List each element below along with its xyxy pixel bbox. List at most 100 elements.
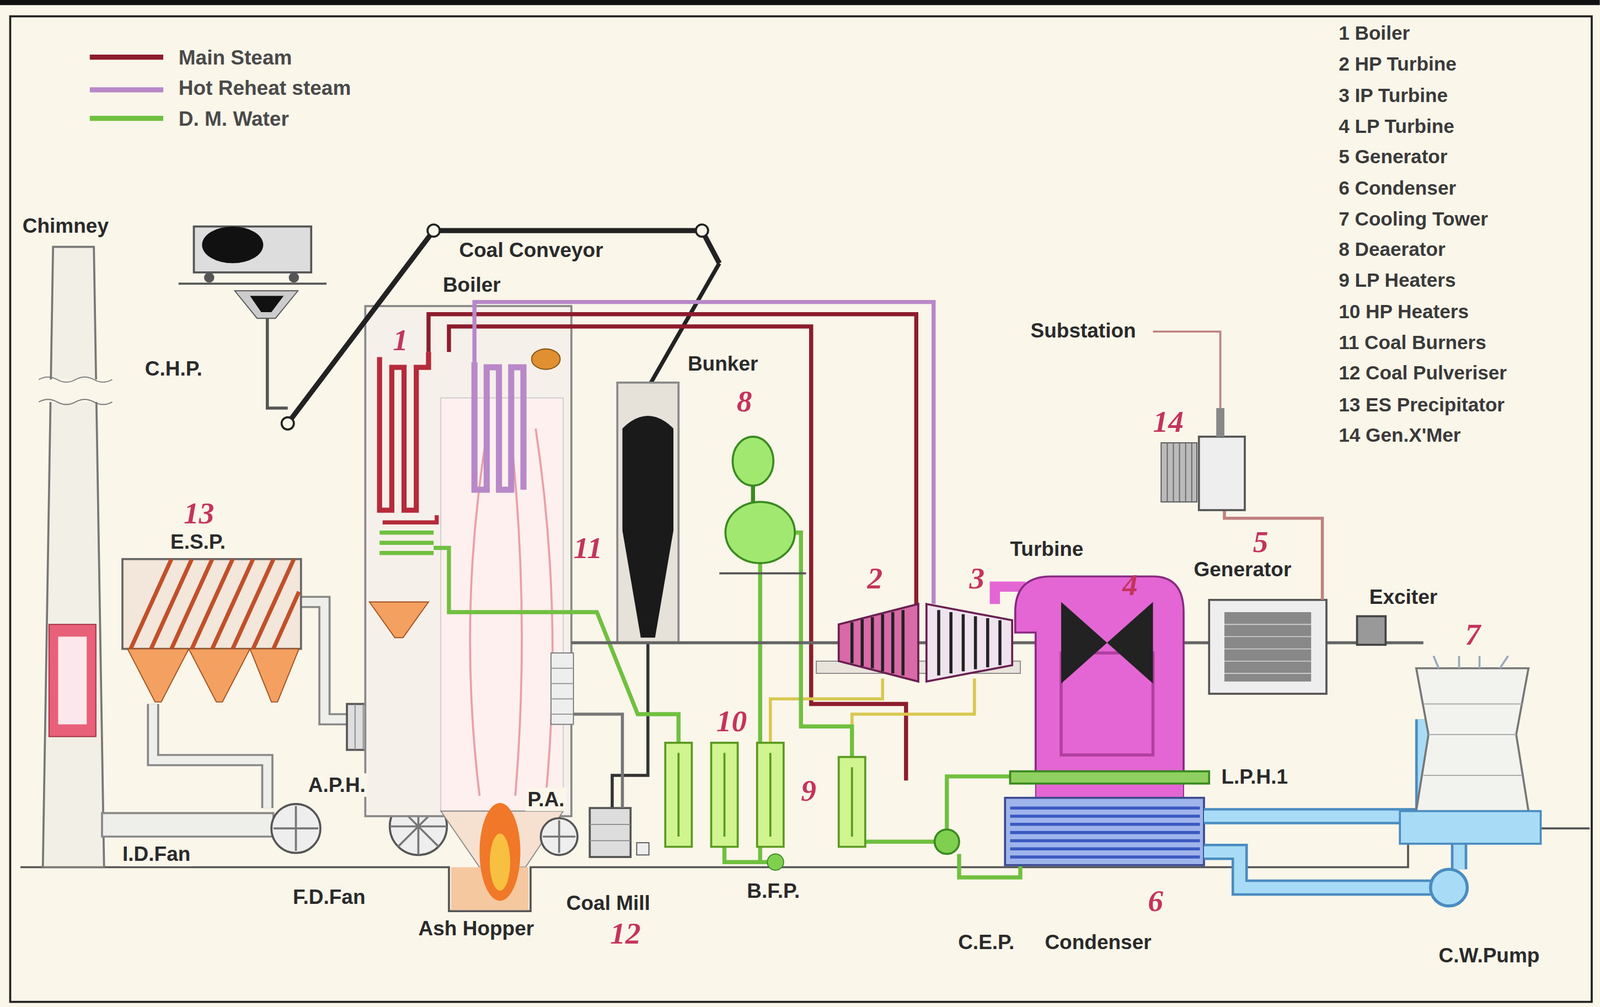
part-label: Coal Conveyor <box>457 238 606 263</box>
boiler <box>531 349 561 370</box>
key-list-item: 13 ES Precipitator <box>1338 393 1505 416</box>
hot-reheat-pipe <box>474 302 934 605</box>
cooling-tower <box>1430 869 1468 907</box>
part-label: Bunker <box>685 351 761 376</box>
hot-reheat-pipe <box>474 302 934 605</box>
key-list-item: 6 Condenser <box>1338 177 1457 200</box>
callout-number: 3 <box>969 563 986 595</box>
feed-water-pipe <box>946 776 1011 830</box>
extraction-pipe <box>770 678 884 743</box>
deaerator <box>719 436 806 574</box>
key-list-item: 3 IP Turbine <box>1338 84 1448 107</box>
key-list-item: 14 Gen.X'Mer <box>1338 424 1461 447</box>
callout-number: 7 <box>1465 619 1481 651</box>
cooling-tower <box>1423 704 1523 777</box>
boiler <box>479 803 521 902</box>
esp <box>188 649 250 703</box>
boiler <box>379 351 429 511</box>
part-label: Condenser <box>1042 930 1154 955</box>
legend-text: D. M. Water <box>178 106 290 131</box>
condenser <box>1004 798 1204 866</box>
coal-mill <box>589 807 631 858</box>
ground-line <box>20 828 1590 912</box>
coal-mill <box>542 820 576 853</box>
esp <box>127 649 189 703</box>
boiler <box>474 362 524 490</box>
boiler <box>369 602 429 639</box>
part-label: C.E.P. <box>955 930 1017 955</box>
turbine <box>838 576 1184 798</box>
chimney <box>57 636 87 725</box>
coal-handling-plant <box>234 290 299 319</box>
generator-transformer <box>1160 442 1197 502</box>
boiler <box>550 668 574 715</box>
part-label: C.W.Pump <box>1436 943 1542 968</box>
callout-number: 10 <box>716 705 748 737</box>
turbine <box>926 603 1013 682</box>
turbine <box>1061 602 1107 684</box>
part-label: Turbine <box>1008 537 1086 562</box>
boiler <box>379 532 434 554</box>
flue-duct <box>301 602 347 720</box>
feed-heater <box>665 742 866 848</box>
id-fan <box>273 806 319 852</box>
condenser <box>1010 771 1210 784</box>
generator-transformer <box>1224 510 1323 601</box>
callout-number: 8 <box>736 385 753 417</box>
condenser <box>1010 807 1201 858</box>
feed-heater <box>665 742 960 871</box>
chimney <box>38 377 112 405</box>
feed-heater <box>934 829 960 854</box>
generator-transformer <box>1199 436 1245 511</box>
callout-number: 12 <box>609 918 641 950</box>
part-label: L.P.H.1 <box>1219 765 1291 790</box>
callout-number: 13 <box>183 498 215 529</box>
coal-handling-plant <box>178 226 327 409</box>
chimney <box>49 624 96 737</box>
feed-water-pipe <box>433 547 679 743</box>
bunker <box>622 415 674 638</box>
id-fan <box>271 804 321 854</box>
callout-number: 2 <box>867 563 884 595</box>
boiler <box>550 653 574 725</box>
callout-number: 14 <box>1153 405 1185 437</box>
legend-line <box>89 115 164 121</box>
coal-handling-plant <box>289 272 300 283</box>
callout-number: 6 <box>1147 885 1164 917</box>
generator-transformer <box>1216 408 1225 437</box>
generator <box>1208 600 1386 694</box>
generator <box>1224 612 1311 682</box>
part-label: I.D.Fan <box>120 842 193 867</box>
chimney <box>43 247 105 868</box>
coal-conveyor <box>696 224 709 237</box>
key-list-item: 7 Cooling Tower <box>1338 207 1489 230</box>
part-label: A.P.H. <box>306 773 368 797</box>
background <box>10 16 1593 1003</box>
coal-mill <box>573 714 623 808</box>
feed-heater <box>767 853 784 871</box>
coal-handling-plant <box>178 282 327 285</box>
callout-number: 1 <box>392 324 409 356</box>
key-list-item: 5 Generator <box>1338 146 1448 169</box>
coal-mill <box>541 714 650 858</box>
key-list-item: 11 Coal Burners <box>1338 331 1487 354</box>
generator-transformer <box>1153 331 1323 601</box>
coal-conveyor <box>281 417 294 430</box>
part-label: Coal Mill <box>564 891 653 916</box>
condenser <box>1004 771 1209 866</box>
legend-text: Main Steam <box>178 45 293 70</box>
legend-line <box>89 57 164 119</box>
cooling-tower <box>1399 656 1541 907</box>
extraction-pipe <box>852 678 975 757</box>
deaerator <box>732 436 774 486</box>
key-list-item: 1 Boiler <box>1338 22 1410 45</box>
key-list-item: 8 Deaerator <box>1338 238 1446 261</box>
generator-transformer <box>1167 442 1192 502</box>
flue-duct <box>153 704 268 809</box>
coal-mill <box>541 818 579 856</box>
coal-handling-plant <box>267 318 288 409</box>
turbine <box>838 603 919 682</box>
legend-line <box>89 87 164 93</box>
background <box>0 0 1600 5</box>
